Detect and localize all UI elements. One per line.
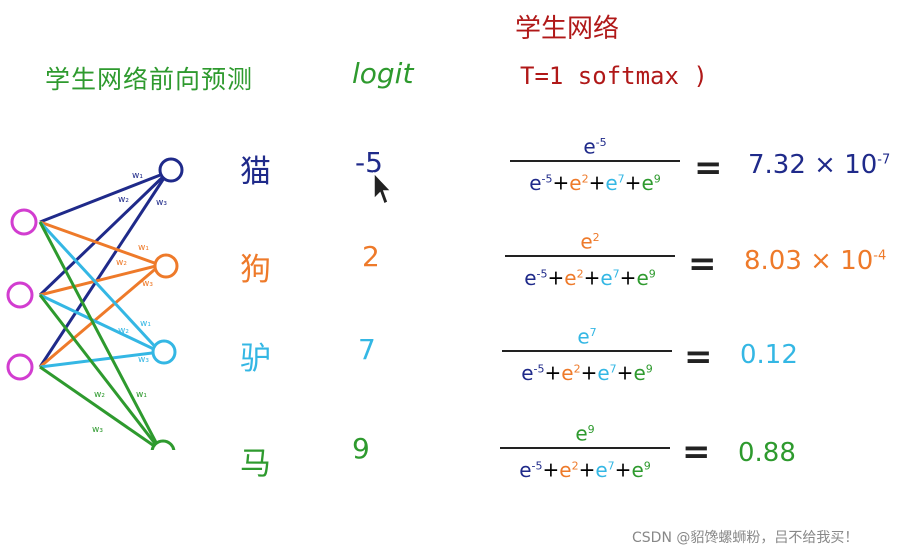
edge — [38, 220, 162, 354]
softmax-title: T=1 softmax ) — [520, 62, 708, 90]
equals-sign: = — [688, 244, 717, 284]
edge — [38, 294, 162, 450]
edge — [38, 171, 170, 368]
numerator-exp: 9 — [587, 423, 595, 436]
network-diagram: w₁ w₂ w₃ w₁ w₂ w₃ w₁ w₂ w₃ w₁ w₂ w₃ — [6, 157, 184, 450]
output-node-dog — [153, 253, 179, 279]
fraction-bar — [500, 447, 670, 449]
edge-label: w₃ — [138, 355, 149, 365]
denominator: e-5+e2+e7+e9 — [524, 265, 656, 290]
edge-label: w₃ — [142, 279, 153, 289]
fraction-cat: e-5 e-5+e2+e7+e9 — [510, 128, 680, 195]
edge — [39, 263, 161, 369]
numerator-exp: -5 — [595, 136, 607, 149]
logit-title: logit — [352, 57, 414, 90]
logit-donkey: 7 — [358, 333, 376, 366]
edge — [38, 221, 162, 450]
output-node-cat — [158, 157, 184, 183]
edges-navy — [38, 170, 170, 368]
edge — [39, 350, 161, 369]
edge — [39, 170, 169, 224]
edge-label: w₂ — [116, 258, 127, 268]
edge — [38, 170, 170, 297]
result-dog: 8.03 × 10-4 — [744, 246, 887, 276]
numerator-base: e — [575, 421, 588, 446]
fraction-bar — [502, 350, 672, 352]
numerator-base: e — [577, 324, 590, 349]
class-label-cat: 猫 — [240, 154, 271, 190]
edge — [39, 263, 161, 297]
class-label-horse: 马 — [240, 446, 271, 482]
edge-label: w₁ — [136, 390, 147, 400]
fraction-bar — [510, 160, 680, 162]
numerator-exp: 7 — [589, 326, 597, 339]
edges-cyan — [38, 220, 162, 369]
equals-sign: = — [682, 432, 711, 472]
edge-label: w₂ — [94, 390, 105, 400]
edge-label: w₁ — [132, 171, 143, 181]
fraction-bar — [505, 255, 675, 257]
input-nodes — [6, 208, 38, 381]
input-node — [10, 208, 38, 236]
edge — [39, 293, 161, 354]
numerator-base: e — [580, 229, 593, 254]
equals-sign: = — [684, 337, 713, 377]
mouse-cursor-icon — [373, 172, 392, 206]
denominator: e-5+e2+e7+e9 — [519, 457, 651, 482]
edge-label: w₂ — [118, 326, 129, 336]
numerator-base: e — [583, 134, 596, 159]
numerator-exp: 2 — [592, 231, 600, 244]
output-node-horse — [150, 439, 176, 450]
logit-horse: 9 — [352, 432, 370, 465]
edge-label: w₁ — [138, 243, 149, 253]
edges-green — [38, 221, 162, 450]
equals-sign: = — [694, 148, 723, 188]
fraction-dog: e2 e-5+e2+e7+e9 — [505, 223, 675, 290]
result-horse: 0.88 — [738, 438, 796, 468]
input-node — [6, 353, 34, 381]
fraction-donkey: e7 e-5+e2+e7+e9 — [502, 318, 672, 385]
logit-dog: 2 — [362, 240, 380, 273]
edge-label: w₁ — [140, 319, 151, 329]
student-forward-title: 学生网络前向预测 — [45, 65, 254, 94]
denominator: e-5+e2+e7+e9 — [521, 360, 653, 385]
result-cat: 7.32 × 10-7 — [748, 150, 891, 180]
output-node-donkey — [151, 339, 177, 365]
fraction-horse: e9 e-5+e2+e7+e9 — [500, 415, 670, 482]
input-node — [6, 281, 34, 309]
denominator: e-5+e2+e7+e9 — [529, 170, 661, 195]
edge — [39, 220, 161, 267]
class-label-dog: 狗 — [240, 252, 271, 288]
edges-orange — [39, 220, 161, 369]
watermark: CSDN @貂馋螺蛳粉，吕不给我买！ — [632, 530, 859, 546]
class-label-donkey: 驴 — [240, 341, 271, 377]
logit-cat: -5 — [355, 146, 383, 179]
result-donkey: 0.12 — [740, 340, 798, 370]
student-network-title: 学生网络 — [515, 14, 620, 44]
edge-label: w₃ — [156, 198, 167, 208]
edge-label: w₂ — [118, 195, 129, 205]
edge-label: w₃ — [92, 425, 103, 435]
edge — [39, 365, 161, 450]
